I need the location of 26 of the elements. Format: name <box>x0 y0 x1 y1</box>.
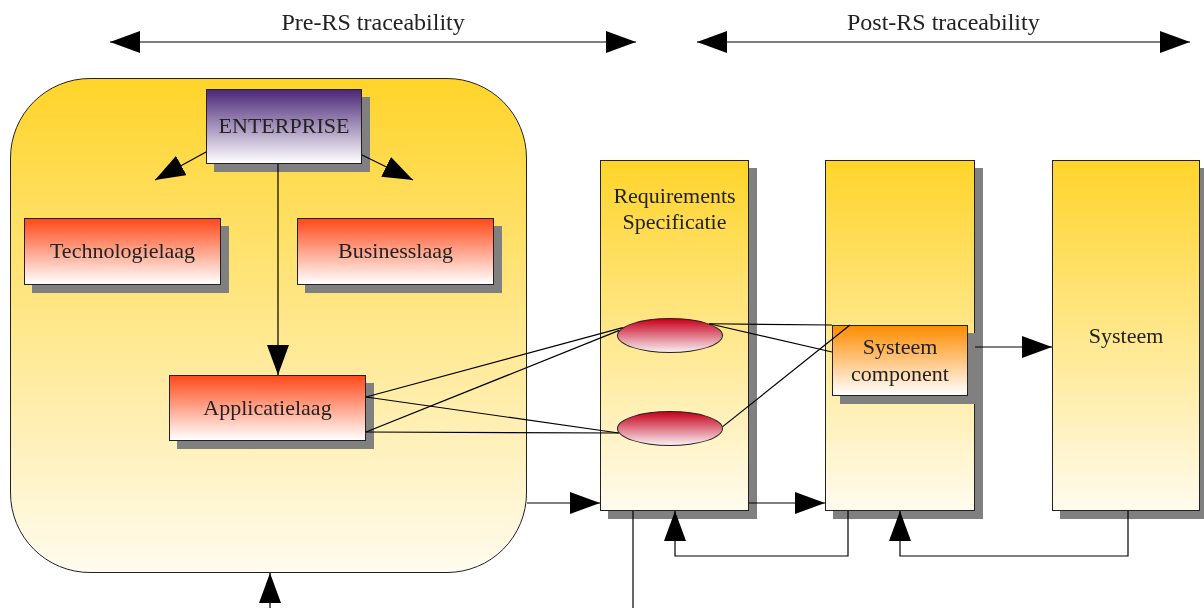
range-label: Post-RS traceability <box>847 9 1040 36</box>
node-label: ENTERPRISE <box>218 113 350 140</box>
connector-line <box>722 324 851 428</box>
arrow <box>664 510 849 557</box>
arrow <box>154 151 207 181</box>
requirement-ellipse <box>617 318 723 353</box>
range-label: Pre-RS traceability <box>281 9 465 36</box>
arrow <box>526 492 601 514</box>
arrow <box>267 163 289 376</box>
node-label: Systeem <box>1088 323 1164 350</box>
node-label: Technologielaag <box>49 238 196 265</box>
connector-line <box>632 510 634 608</box>
arrow <box>889 510 1129 557</box>
arrow <box>259 572 281 608</box>
node-label: Applicatielaag <box>203 394 332 422</box>
connector-line <box>708 323 833 353</box>
node-label: Systeem component <box>850 334 950 387</box>
node-label: Businesslaag <box>338 238 453 265</box>
connector-line <box>365 431 620 434</box>
node-label: Requirements Specificatie <box>612 183 737 236</box>
rounded-panel <box>10 78 527 573</box>
arrow <box>361 154 414 181</box>
connector-line <box>365 329 620 433</box>
connector-line <box>365 327 624 398</box>
arrow <box>748 492 826 514</box>
connector-line <box>708 323 833 326</box>
